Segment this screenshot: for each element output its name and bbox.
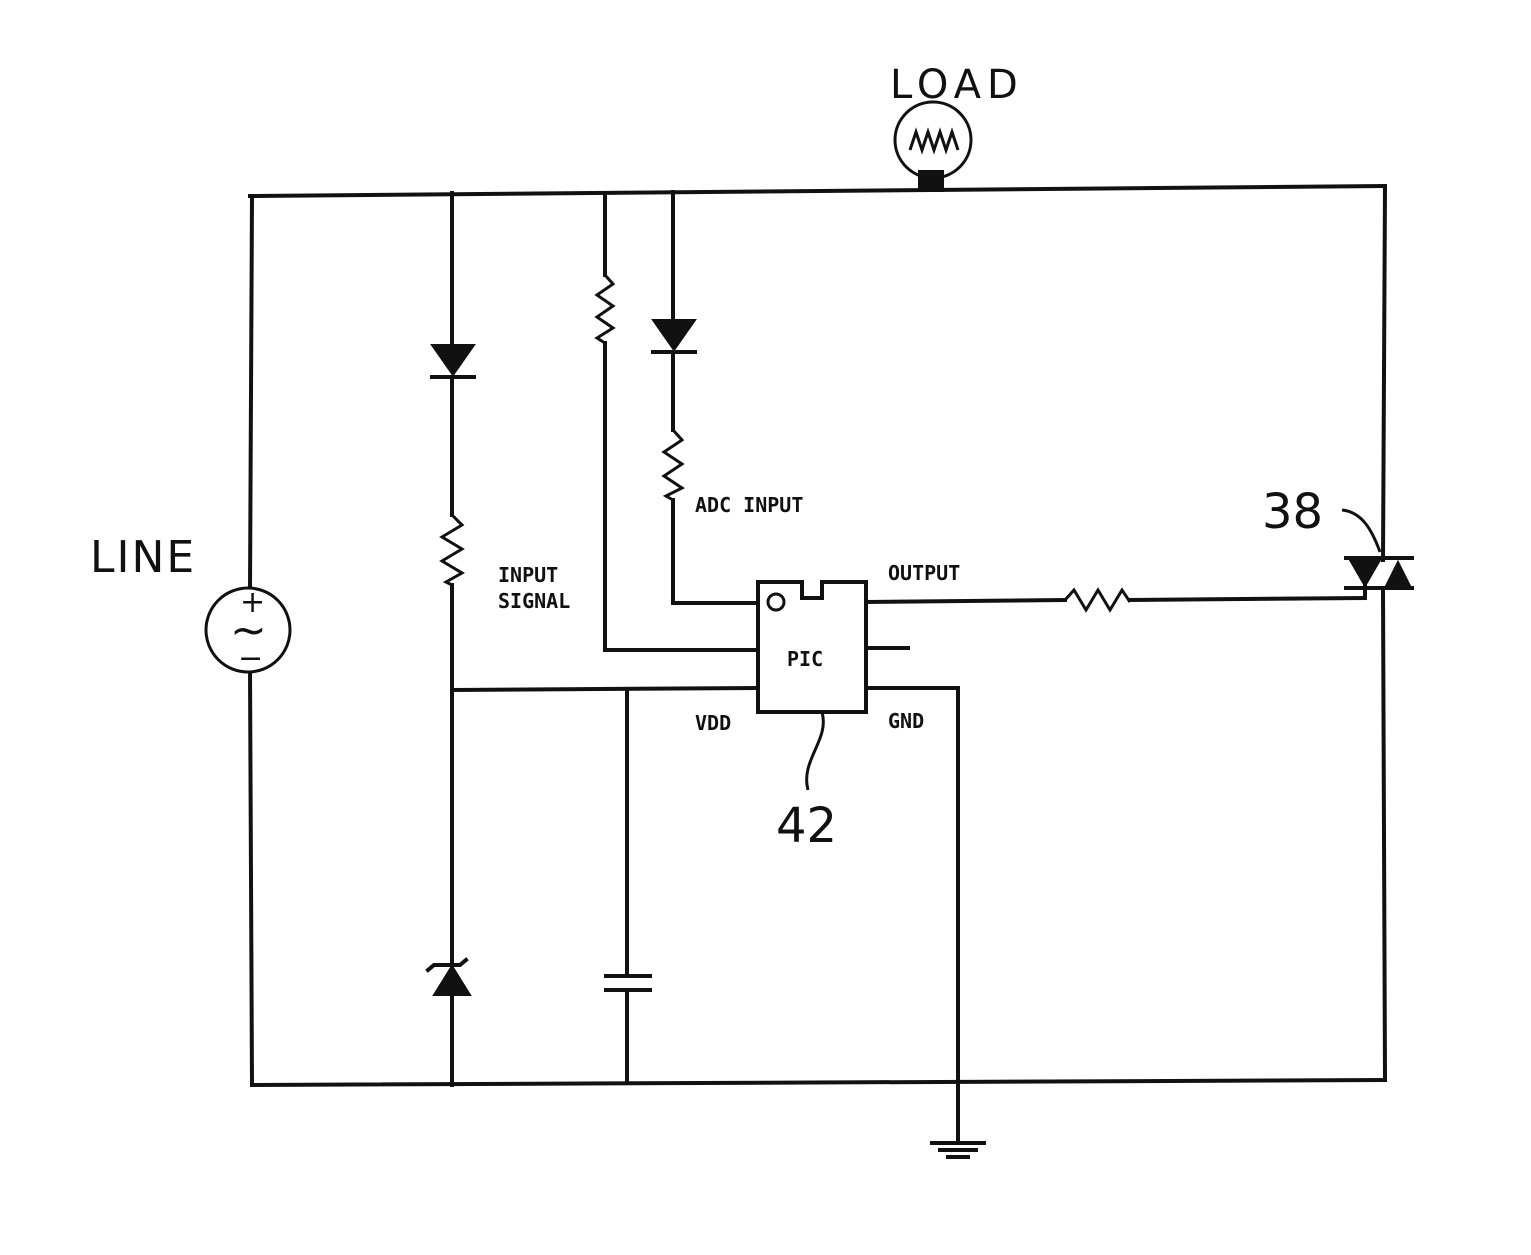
source-minus-sign: −: [238, 641, 263, 676]
load-label: LOAD: [890, 62, 1024, 108]
supply-branch: [428, 193, 474, 1085]
adc-input-branch: [653, 192, 758, 603]
output-branch: [866, 585, 1365, 610]
input-signal-branch: [597, 194, 758, 650]
gnd-label: GND: [888, 709, 924, 733]
ground-branch: [866, 688, 958, 1142]
vdd-label: VDD: [695, 711, 731, 735]
input-signal-label-line1: INPUT: [498, 563, 558, 587]
capacitor: [606, 689, 650, 1083]
ground-symbol: [932, 1143, 984, 1157]
reference-number-42: 42: [776, 798, 837, 854]
pic-label: PIC: [787, 647, 823, 671]
input-signal-label-line2: SIGNAL: [498, 589, 570, 613]
reference-number-38: 38: [1262, 484, 1323, 540]
main-loop-wires: [250, 186, 1385, 1085]
line-label: LINE: [90, 532, 196, 583]
output-label: OUTPUT: [888, 561, 960, 585]
load-lamp: [895, 102, 971, 192]
triac: [1342, 510, 1412, 588]
adc-input-label: ADC INPUT: [695, 493, 803, 517]
vdd-wire: [452, 688, 758, 690]
